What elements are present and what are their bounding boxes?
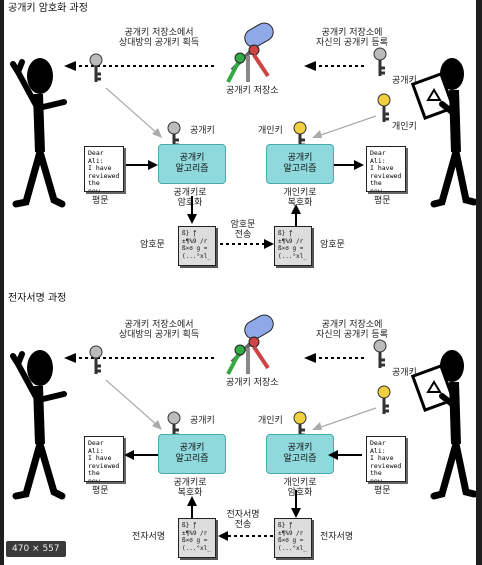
person-right-figure [410,350,476,500]
image-size-badge: 470 × 557 [6,541,66,557]
public-key-icon-right [373,339,387,368]
right-private-key-label: 개인키 [392,122,417,132]
person-right-figure [410,58,476,208]
bottom-left-label: 전자서명 [132,532,166,542]
key-ring-icon [226,22,274,83]
left-doc-caption: 평문 [92,196,109,206]
right-doc-caption: 평문 [374,486,391,496]
right-public-key-label: 공개키 [392,368,417,378]
section-heading: 전자서명 과정 [8,293,67,304]
public-key-icon-left [89,53,103,82]
transfer-arrow [218,531,274,541]
public-key-icon-right [373,47,387,76]
key-ring-icon [226,314,274,375]
bottom-right-label: 전자서명 [320,532,354,542]
public-key-icon-left [89,345,103,374]
bottom-right-label: 암호문 [320,240,345,250]
down-arrow-left [187,196,197,224]
diagonal-arrows [105,379,377,430]
transfer-arrow [220,239,274,249]
private-key-icon-right [377,385,391,414]
right-doc-caption: 평문 [374,196,391,206]
up-arrow-right [291,204,301,226]
left-doc-caption: 평문 [92,486,109,496]
store-label: 공개키 저장소 [226,86,279,96]
left-key-label: 공개키 [190,416,215,426]
doc-algo-arrows [124,450,362,460]
bottom-left-label: 암호문 [140,240,165,250]
diagonal-arrows [105,87,377,138]
store-label: 공개키 저장소 [226,378,279,388]
top-dashed-arrows [64,353,364,363]
top-dashed-arrows [64,61,364,71]
mid-private-key-label: 개인키 [258,416,283,426]
person-left-figure [10,58,67,208]
down-arrow-right [291,490,301,518]
private-key-icon-right [377,93,391,122]
section-heading: 공개키 암호화 과정 [8,3,88,14]
left-key-label: 공개키 [190,126,215,136]
right-public-key-label: 공개키 [392,76,417,86]
mid-private-key-label: 개인키 [258,126,283,136]
doc-algo-arrows [126,160,364,170]
person-left-figure [10,350,67,500]
up-arrow-left [187,496,197,518]
